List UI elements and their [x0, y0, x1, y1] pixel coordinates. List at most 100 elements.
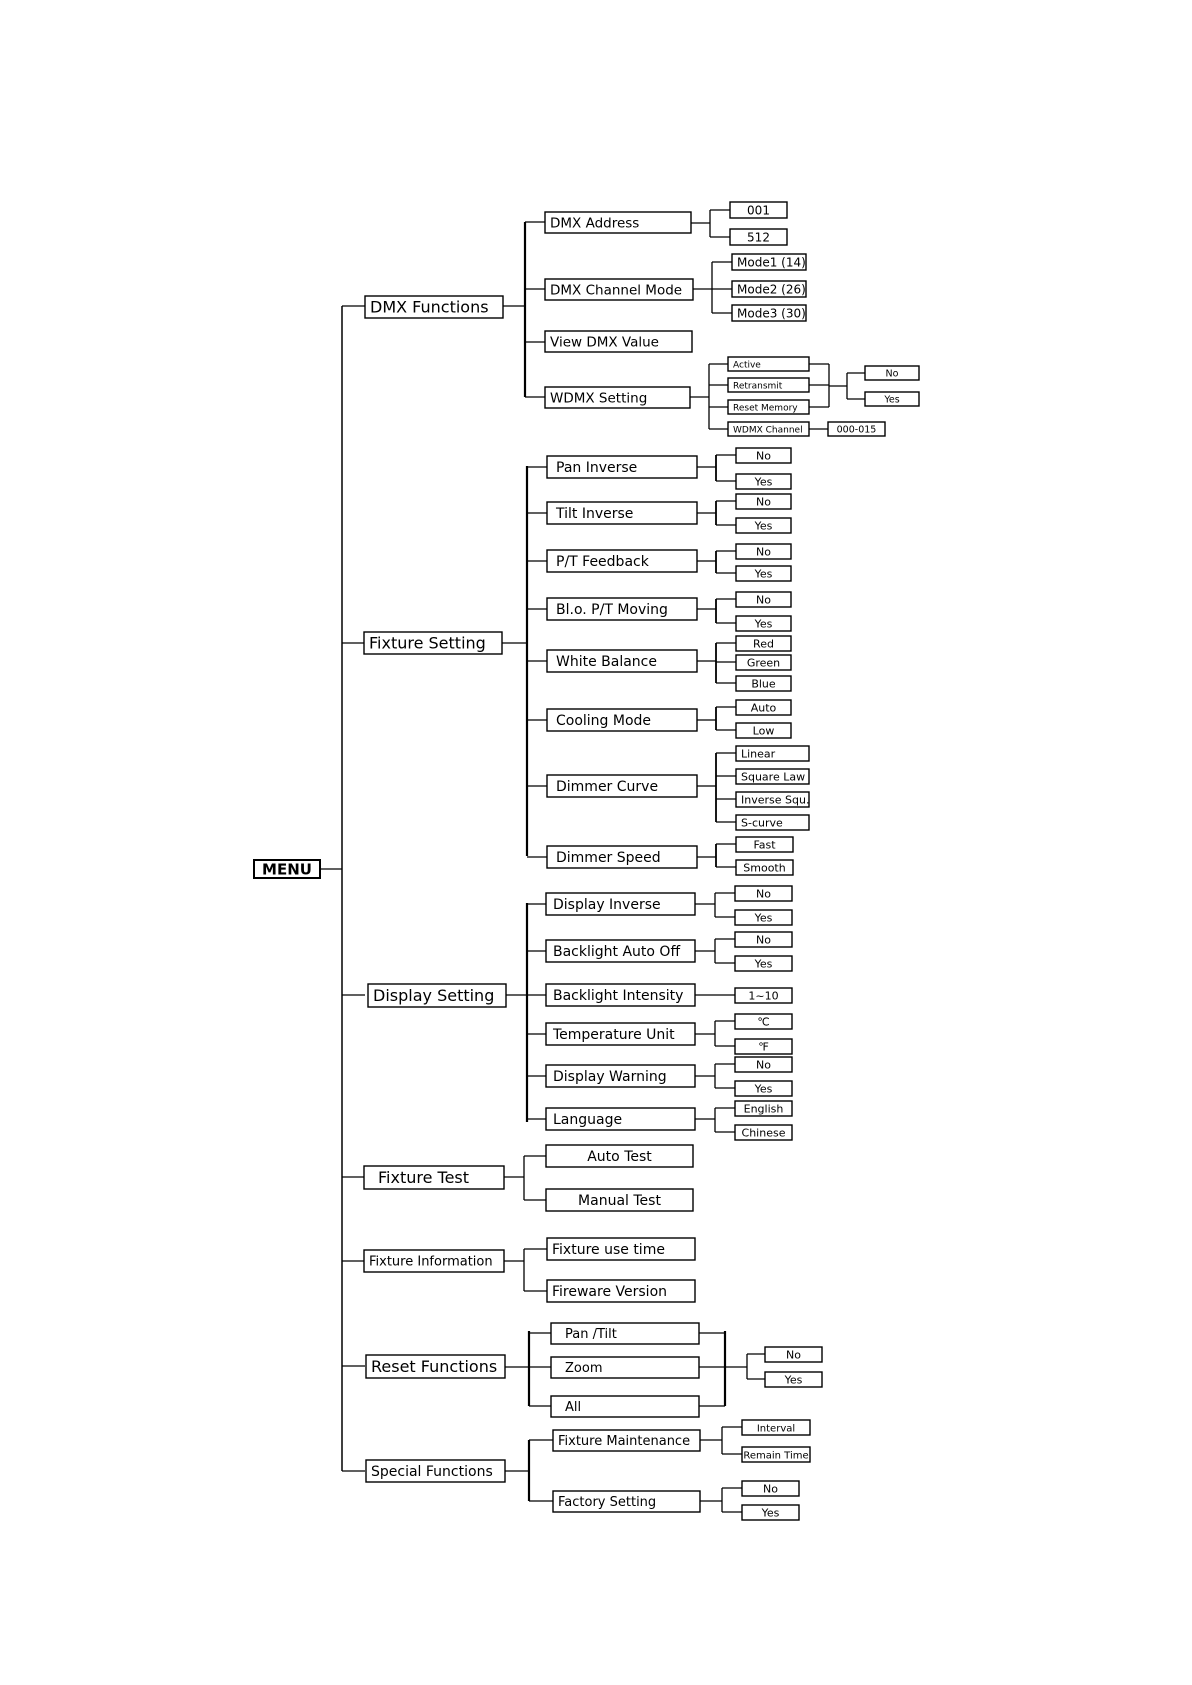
reset-functions-item-label: All — [565, 1400, 581, 1415]
display-setting-option-label: No — [756, 1059, 771, 1072]
reset-functions-item: Pan /Tilt — [550, 1322, 700, 1345]
display-setting-option: English — [734, 1100, 793, 1117]
display-setting-item-label: Temperature Unit — [552, 1027, 675, 1043]
fixture-setting-node-label: Fixture Setting — [369, 634, 486, 653]
fixture-test-item: Auto Test — [545, 1144, 694, 1168]
fixture-setting-item: P/T Feedback — [546, 549, 698, 573]
reset-choice-no: No — [764, 1346, 823, 1363]
display-setting-item: Backlight Intensity — [545, 983, 696, 1007]
wdmx-option-label: Retransmit — [733, 382, 783, 392]
fixture-setting-option: Yes — [735, 517, 792, 534]
special-functions-option: Yes — [741, 1504, 800, 1521]
display-setting-option: Yes — [734, 1080, 793, 1097]
display-setting-option-label: 1~10 — [748, 990, 778, 1003]
wdmx-option: Reset Memory — [727, 399, 810, 415]
special-functions-option: Interval — [741, 1419, 811, 1436]
special-functions-option: Remain Time — [741, 1446, 811, 1463]
fixture-setting-option-label: Blue — [751, 678, 776, 691]
wdmx-choice-no: No — [864, 365, 920, 381]
wdmx-option: Active — [727, 356, 810, 372]
dmx-channel-mode-node: DMX Channel Mode — [544, 278, 694, 301]
wdmx-channel-range-label: 000-015 — [837, 425, 877, 436]
dmx-address-max-label: 512 — [747, 231, 770, 245]
fixture-information-node: Fixture Information — [363, 1249, 505, 1273]
dmx-address-node: DMX Address — [544, 211, 692, 234]
fixture-setting-option-label: S-curve — [741, 817, 783, 830]
display-setting-option: Chinese — [734, 1124, 793, 1141]
fixture-setting-option: Green — [735, 654, 792, 671]
dmx-address-min-label: 001 — [747, 204, 770, 218]
fixture-information-item-label: Fireware Version — [552, 1284, 667, 1300]
special-functions-item: Fixture Maintenance — [552, 1429, 701, 1452]
display-setting-item: Display Warning — [545, 1064, 696, 1088]
reset-choice-yes-label: Yes — [784, 1374, 803, 1387]
fixture-setting-option: Yes — [735, 615, 792, 632]
view-dmx-value-node: View DMX Value — [544, 330, 693, 353]
special-functions-option: No — [741, 1480, 800, 1497]
fixture-setting-option-label: Yes — [754, 568, 773, 581]
special-functions-node-label: Special Functions — [371, 1464, 493, 1480]
menu-root: MENU — [253, 859, 321, 879]
fixture-setting-option-label: No — [756, 496, 771, 509]
display-setting-option-label: Yes — [754, 958, 773, 971]
fixture-information-node-label: Fixture Information — [369, 1255, 493, 1270]
channel-mode-option-label: Mode2 (26) — [737, 283, 806, 297]
wdmx-option: WDMX Channel — [727, 421, 810, 437]
wdmx-option: Retransmit — [727, 377, 810, 393]
special-functions-node: Special Functions — [365, 1459, 506, 1483]
display-setting-option-label: ℉ — [758, 1041, 768, 1054]
wdmx-choice-no-label: No — [886, 369, 899, 380]
display-setting-node-label: Display Setting — [373, 986, 494, 1005]
fixture-setting-option: Auto — [735, 699, 792, 716]
reset-functions-item: All — [550, 1395, 700, 1418]
fixture-setting-option-label: Red — [753, 638, 774, 651]
display-setting-item: Display Inverse — [545, 892, 696, 916]
display-setting-option: Yes — [734, 909, 793, 926]
fixture-setting-option: Inverse Squ. — [735, 791, 810, 808]
display-setting-node: Display Setting — [367, 983, 507, 1008]
fixture-setting-item-label: Dimmer Speed — [556, 850, 661, 866]
fixture-test-node: Fixture Test — [363, 1165, 505, 1190]
fixture-setting-item-label: Cooling Mode — [556, 713, 651, 729]
fixture-test-item: Manual Test — [545, 1188, 694, 1212]
display-setting-item-label: Backlight Intensity — [553, 988, 683, 1004]
special-functions-item-label: Factory Setting — [558, 1495, 656, 1510]
display-setting-item: Temperature Unit — [545, 1022, 696, 1046]
fixture-setting-option: No — [735, 493, 792, 510]
display-setting-option: ℃ — [734, 1013, 793, 1030]
wdmx-choice-yes-label: Yes — [883, 395, 899, 406]
dmx-functions-node-label: DMX Functions — [370, 298, 489, 317]
display-setting-option-label: ℃ — [757, 1016, 769, 1029]
fixture-setting-option-label: Fast — [753, 839, 776, 852]
fixture-test-node-label: Fixture Test — [378, 1168, 469, 1187]
reset-functions-item-label: Zoom — [565, 1361, 602, 1376]
display-setting-option: Yes — [734, 955, 793, 972]
fixture-setting-option: No — [735, 447, 792, 464]
display-setting-option: ℉ — [734, 1038, 793, 1055]
fixture-setting-item: Cooling Mode — [546, 708, 698, 732]
fixture-setting-item-label: P/T Feedback — [556, 554, 650, 570]
special-functions-item: Factory Setting — [552, 1490, 701, 1513]
fixture-setting-option-label: No — [756, 546, 771, 559]
special-functions-option-label: No — [763, 1483, 778, 1496]
fixture-setting-option: Yes — [735, 473, 792, 490]
reset-functions-item: Zoom — [550, 1356, 700, 1379]
wdmx-channel-range: 000-015 — [827, 421, 886, 437]
fixture-setting-option: Yes — [735, 565, 792, 582]
fixture-information-item-label: Fixture use time — [552, 1242, 665, 1258]
fixture-setting-option: Square Law — [735, 768, 810, 785]
dmx-functions-node: DMX Functions — [364, 295, 504, 319]
fixture-setting-item: White Balance — [546, 649, 698, 673]
fixture-setting-option-label: Low — [753, 725, 775, 738]
special-functions-item-label: Fixture Maintenance — [558, 1434, 690, 1449]
wdmx-choice-yes: Yes — [864, 391, 920, 407]
fixture-setting-option-label: Green — [747, 657, 780, 670]
fixture-setting-item: Tilt Inverse — [546, 501, 698, 525]
fixture-setting-option: Linear — [735, 745, 810, 762]
display-setting-option: No — [734, 885, 793, 902]
display-setting-item-label: Display Warning — [553, 1069, 667, 1085]
dmx-channel-mode-node-label: DMX Channel Mode — [550, 283, 682, 299]
fixture-setting-option-label: Auto — [751, 702, 777, 715]
